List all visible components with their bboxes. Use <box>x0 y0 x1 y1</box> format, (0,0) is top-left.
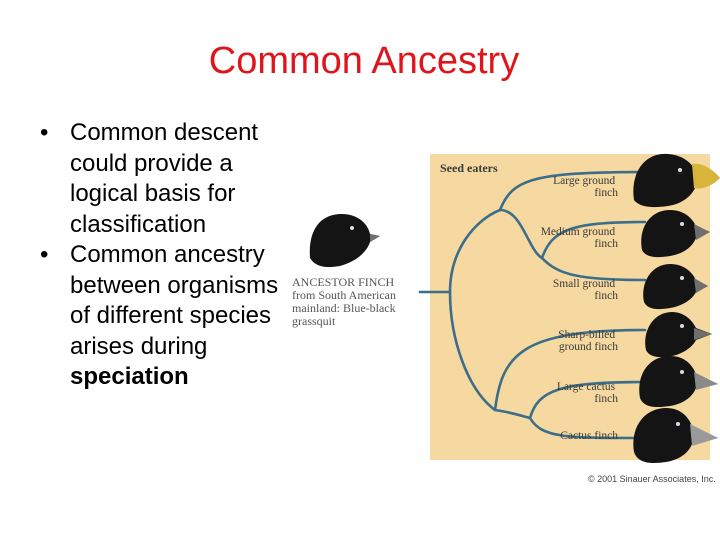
branch-medium-small <box>498 208 544 260</box>
finch-head-medium-ground-icon <box>641 210 710 258</box>
bullet-text: Common ancestry between organisms of dif… <box>70 241 279 360</box>
leaf-label-large-ground-finch: Large ground finch <box>553 175 618 199</box>
leaf-label-large-cactus-finch: Large cactus finch <box>557 381 618 405</box>
root-branch-upper <box>448 208 502 294</box>
finch-head-small-ground-icon <box>643 264 708 310</box>
branch-medium-ground <box>540 220 647 260</box>
bullet-text: Common descent could provide a logical b… <box>70 119 259 238</box>
finch-head-cactus-icon <box>633 408 718 463</box>
phylogeny-branches <box>418 170 647 440</box>
ancestor-finch-icon <box>309 214 380 268</box>
leaf-label-medium-ground-finch: Medium ground finch <box>541 226 619 250</box>
root-branch-lower <box>448 290 497 412</box>
bullet-list: • Common descent could provide a logical… <box>40 118 290 393</box>
slide-title: Common Ancestry <box>208 40 520 82</box>
branch-small-ground <box>540 256 647 282</box>
branch-cactus-group <box>493 408 532 420</box>
copyright-notice: © 2001 Sinauer Associates, Inc. <box>588 474 716 484</box>
leaf-labels: Large ground finch Medium ground finch S… <box>541 175 619 442</box>
finch-head-large-ground-icon <box>633 153 720 208</box>
bullet-glyph: • <box>40 119 49 146</box>
finch-head-sharp-billed-icon <box>645 312 712 358</box>
bullet-glyph: • <box>40 241 49 268</box>
svg-text:ANCESTOR FINCH from Sout: ANCESTOR FINCH from South American mainl… <box>292 275 399 328</box>
finch-phylogeny-diagram: Seed eaters Large ground finch Medium gr… <box>292 153 720 484</box>
branch-sharp-billed <box>493 328 647 412</box>
bullet-item-common-ancestry: • Common ancestry between organisms of d… <box>40 240 290 393</box>
leaf-label-small-ground-finch: Small ground finch <box>553 278 618 302</box>
group-label: Seed eaters <box>440 161 498 175</box>
leaf-label-sharp-billed-ground-finch: Sharp-billed ground finch <box>558 329 618 353</box>
branch-large-cactus <box>528 380 647 420</box>
ancestor-label: ANCESTOR FINCH from South American mainl… <box>292 275 399 328</box>
branch-large-ground <box>498 170 647 212</box>
finch-head-large-cactus-icon <box>639 356 718 408</box>
branch-cactus <box>528 416 647 440</box>
bullet-item-common-descent: • Common descent could provide a logical… <box>40 118 290 240</box>
leaf-label-cactus-finch: Cactus finch <box>560 430 618 442</box>
bullet-text-emphasis: speciation <box>70 363 189 390</box>
